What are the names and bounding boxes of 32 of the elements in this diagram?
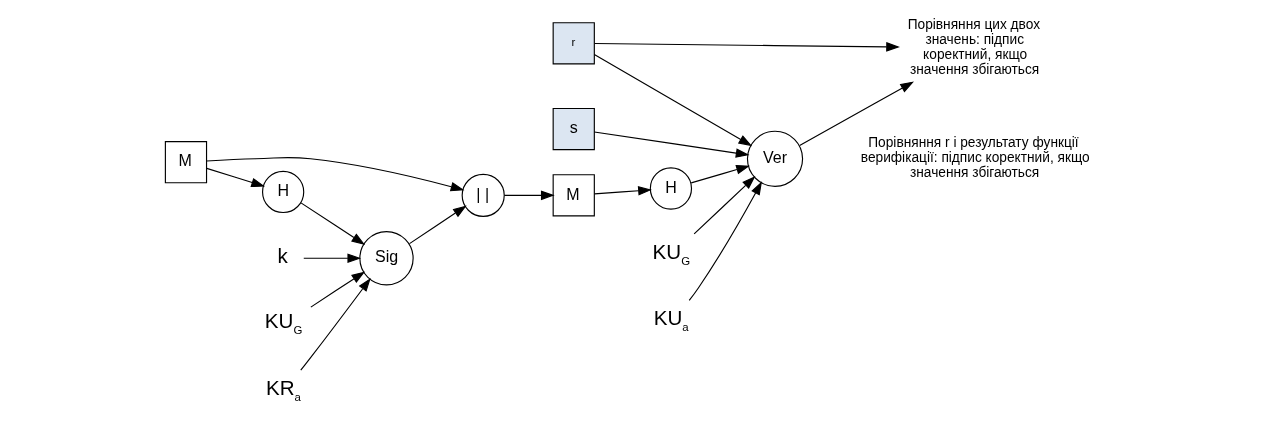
node-text: KR$_{a}$: [265, 375, 301, 403]
arrow: [593, 53, 753, 146]
arrow: [799, 81, 914, 146]
arrow: [303, 252, 362, 263]
arrow: [690, 164, 750, 183]
arrow: [310, 270, 366, 308]
arrow: [688, 180, 763, 301]
node-text: Порівняння цих двох значень: підпис коректний, якщо значення збігаються: [907, 16, 1041, 77]
arrow: [300, 277, 371, 371]
arrow: [300, 201, 366, 245]
node-text: KU$_{G}$: [652, 239, 691, 267]
node-text: k: [277, 243, 288, 267]
arrow: [593, 130, 750, 158]
arrow: [408, 205, 467, 244]
node-circle: H: [649, 166, 693, 210]
node-circle: Ver: [746, 130, 804, 187]
label: Порівняння r і результату функції верифікації: підпис коректний, якщо значення збігаються: [860, 134, 1090, 180]
arrow: [206, 156, 465, 191]
arrow: [503, 190, 555, 200]
node-box: r: [552, 21, 595, 64]
node-box: s: [552, 107, 595, 150]
arrow: [594, 41, 900, 52]
node-circle: Sig: [359, 230, 414, 285]
node-circle: H: [262, 170, 305, 213]
node-text: KU$_{a}$: [653, 305, 689, 333]
arrow: [693, 175, 756, 235]
node-circle: | |: [461, 173, 505, 217]
node-text: KU$_{G}$: [264, 308, 303, 336]
node-box: M: [552, 173, 595, 216]
arrow: [593, 185, 652, 196]
arrow: [206, 167, 265, 187]
node-box: M: [164, 140, 208, 183]
